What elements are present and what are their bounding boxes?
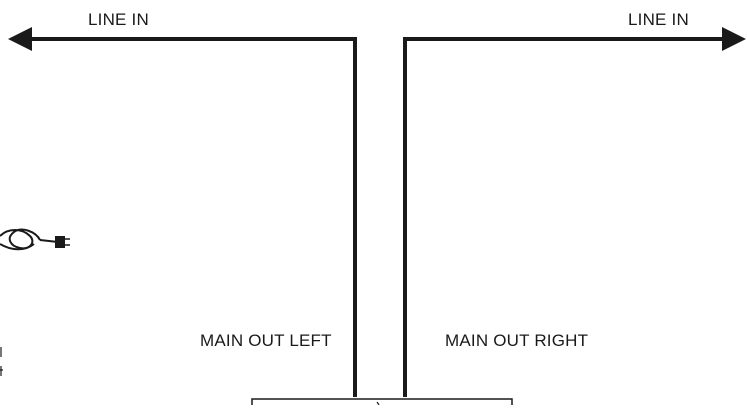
main-out-left-label: MAIN OUT LEFT (200, 331, 332, 351)
left-arrow-head (8, 27, 32, 51)
main-out-right-label: MAIN OUT RIGHT (445, 331, 588, 351)
cutoff-text-fragment (0, 347, 3, 376)
line-in-left-label: LINE IN (88, 10, 149, 30)
line-in-right-label: LINE IN (628, 10, 689, 30)
device-outline (252, 399, 512, 405)
right-arrow-head (722, 27, 746, 51)
power-cord-icon (0, 230, 70, 250)
